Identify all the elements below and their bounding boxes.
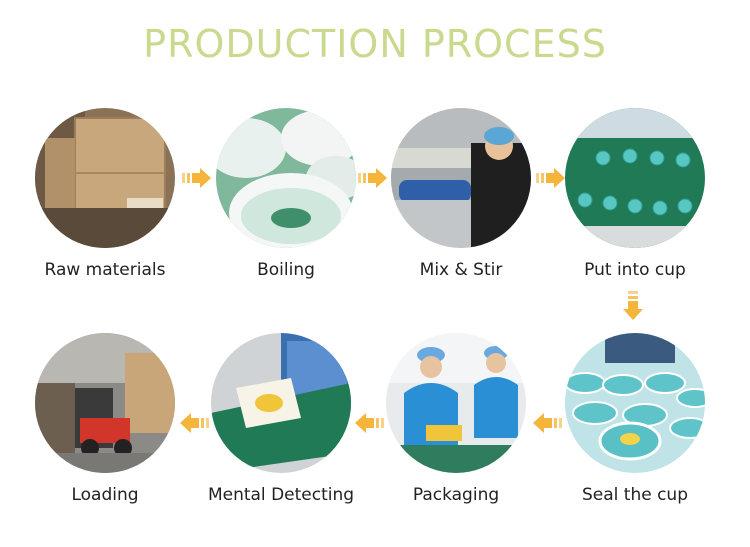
step-raw-materials: Raw materials — [30, 108, 180, 280]
arrow-left-icon — [532, 411, 562, 435]
boiling-buckets-image — [216, 108, 356, 248]
metal-detector-conveyor-image — [211, 333, 351, 473]
packaging-workers-image — [386, 333, 526, 473]
mixing-machine-image — [391, 108, 531, 248]
step-label: Seal the cup — [581, 485, 688, 505]
step-packaging: Packaging — [381, 333, 531, 505]
arrow-down-icon — [621, 291, 645, 321]
arrow-right-icon — [182, 166, 212, 190]
step-boiling: Boiling — [211, 108, 361, 280]
page-title: PRODUCTION PROCESS — [143, 22, 607, 66]
arrow-right-icon — [536, 166, 566, 190]
step-label: Mental Detecting — [207, 485, 355, 505]
filled-cups-conveyor-image — [565, 108, 705, 248]
step-loading: Loading — [30, 333, 180, 505]
step-label: Raw materials — [44, 260, 166, 280]
step-put-into-cup: Put into cup — [560, 108, 710, 280]
step-label: Packaging — [412, 485, 500, 505]
step-label: Boiling — [257, 260, 315, 280]
arrow-right-icon — [358, 166, 388, 190]
step-label: Mix & Stir — [419, 260, 503, 280]
step-label: Loading — [71, 485, 139, 505]
step-mix-stir: Mix & Stir — [386, 108, 536, 280]
forklift-warehouse-image — [35, 333, 175, 473]
sealed-cups-image — [565, 333, 705, 473]
step-seal-the-cup: Seal the cup — [560, 333, 710, 505]
step-label: Put into cup — [584, 260, 686, 280]
arrow-left-icon — [354, 411, 384, 435]
cardboard-boxes-image — [35, 108, 175, 248]
arrow-left-icon — [179, 411, 209, 435]
step-mental-detecting: Mental Detecting — [206, 333, 356, 505]
